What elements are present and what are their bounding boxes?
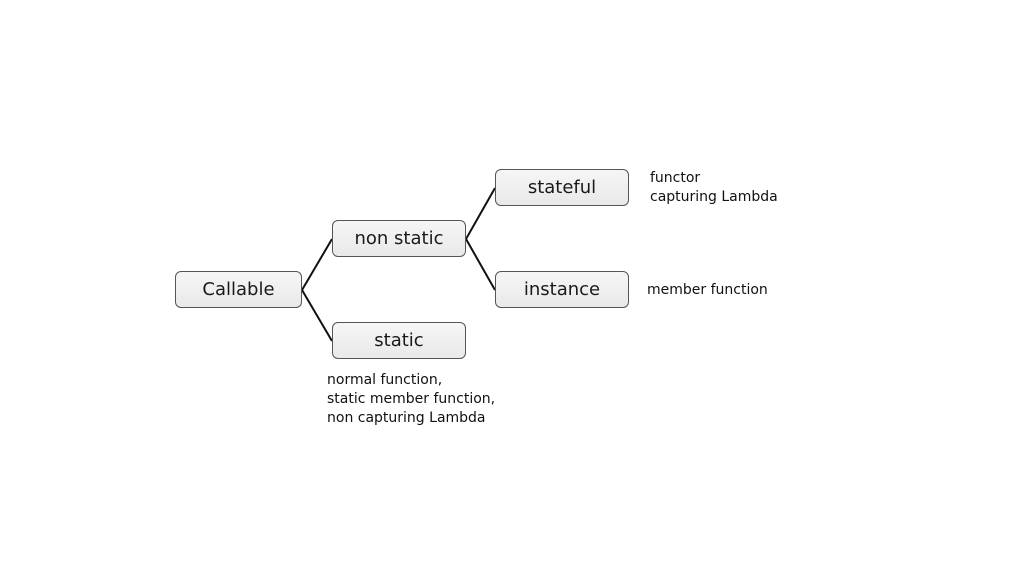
note-stateful-line: capturing Lambda xyxy=(650,189,778,205)
note-static: normal function, static member function,… xyxy=(327,371,495,428)
node-static: static xyxy=(332,322,466,359)
node-non-static: non static xyxy=(332,220,466,257)
note-static-line: static member function, xyxy=(327,391,496,407)
node-instance: instance xyxy=(495,271,629,308)
note-stateful-line: functor xyxy=(650,170,701,186)
note-static-line: non capturing Lambda xyxy=(327,410,486,426)
node-non-static-label: non static xyxy=(354,228,444,249)
node-stateful: stateful xyxy=(495,169,629,206)
note-instance: member function xyxy=(647,281,768,300)
edge-nonstatic-stateful xyxy=(465,187,496,240)
edge-callable-static xyxy=(301,289,333,342)
node-stateful-label: stateful xyxy=(527,177,597,198)
node-static-label: static xyxy=(374,330,424,351)
edge-callable-nonstatic xyxy=(301,238,333,291)
note-instance-line: member function xyxy=(647,282,768,298)
node-instance-label: instance xyxy=(523,279,601,300)
node-callable: Callable xyxy=(175,271,302,308)
edge-nonstatic-instance xyxy=(465,238,496,291)
note-stateful: functor capturing Lambda xyxy=(650,169,778,207)
node-callable-label: Callable xyxy=(202,279,275,300)
note-static-line: normal function, xyxy=(327,372,443,388)
